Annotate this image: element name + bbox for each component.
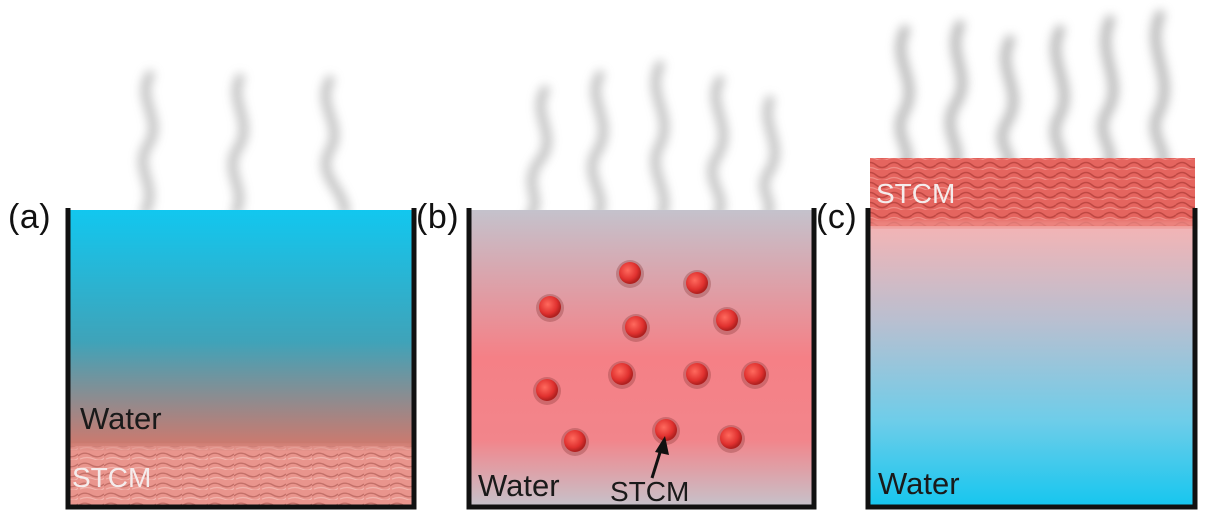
- arrow-up-icon: [650, 436, 669, 479]
- water-gradient-c: [870, 220, 1193, 507]
- stcm-particles: [533, 260, 769, 456]
- particle: [683, 361, 711, 389]
- particle: [717, 425, 745, 453]
- beaker-a: [65, 208, 417, 510]
- stcm-label-b: STCM: [610, 476, 690, 507]
- water-label-c: Water: [878, 466, 960, 501]
- particle: [741, 361, 769, 389]
- particle: [616, 260, 644, 288]
- water-gradient-a: [70, 210, 412, 450]
- panel-label-a: (a): [8, 198, 52, 236]
- particle: [533, 377, 561, 405]
- steam-wisp-icon: [895, 10, 1170, 170]
- water-gradient-b: [470, 210, 812, 505]
- panel-a: [65, 70, 417, 510]
- particle: [713, 307, 741, 335]
- particle: [622, 314, 650, 342]
- panel-b: [466, 60, 817, 510]
- panel-label-b: (b): [416, 198, 460, 236]
- steam-wisp-icon: [525, 60, 780, 220]
- stcm-label-a: STCM: [72, 462, 152, 493]
- beaker-b: [466, 208, 817, 510]
- particle: [608, 361, 636, 389]
- particle: [683, 270, 711, 298]
- water-label-a: Water: [80, 401, 162, 436]
- steam-wisp-icon: [138, 70, 350, 217]
- panel-c: [865, 10, 1198, 510]
- particle: [561, 428, 589, 456]
- particle: [652, 417, 680, 445]
- stcm-layer-top: [870, 158, 1195, 226]
- panel-label-c: (c): [816, 198, 858, 236]
- particle: [536, 294, 564, 322]
- water-label-b: Water: [478, 468, 560, 503]
- stcm-layer-bottom: [70, 446, 412, 506]
- beaker-c: [865, 208, 1198, 510]
- stcm-label-c: STCM: [876, 178, 956, 209]
